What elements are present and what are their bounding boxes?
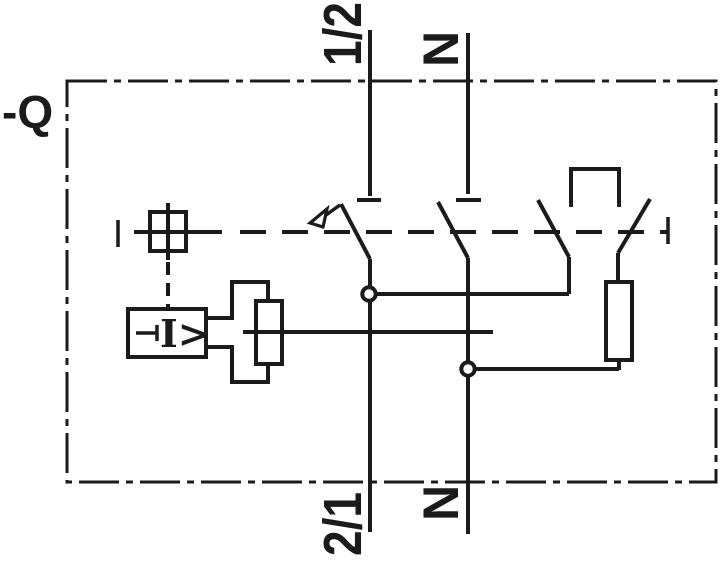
neutral-pole-switch-blade — [436, 201, 470, 259]
residual-current-release-symbol: I> — [160, 311, 210, 356]
actuation-arrow-head — [306, 204, 330, 230]
test-resistor — [604, 280, 634, 362]
junction-node-neutral-pole — [459, 360, 477, 378]
test-circuit-left-blade — [536, 199, 571, 258]
schematic-line-work — [65, 30, 718, 534]
test-button-contact-bridge — [569, 167, 621, 207]
terminal-label-top-line: 1/2 — [313, 2, 373, 66]
junction-node-line-pole — [360, 285, 378, 303]
enclosure-dashed-border — [65, 79, 718, 484]
terminal-label-bottom-neutral: N — [413, 485, 469, 521]
residual-current-release-box — [126, 307, 208, 359]
terminal-label-bottom-line: 2/1 — [313, 492, 373, 556]
device-reference-label: -Q — [2, 86, 53, 138]
line-pole-switch-blade — [339, 203, 372, 260]
actuation-arrow-shaft — [324, 203, 342, 217]
test-circuit-right-blade — [616, 197, 652, 255]
terminal-label-top-neutral: N — [413, 31, 469, 67]
